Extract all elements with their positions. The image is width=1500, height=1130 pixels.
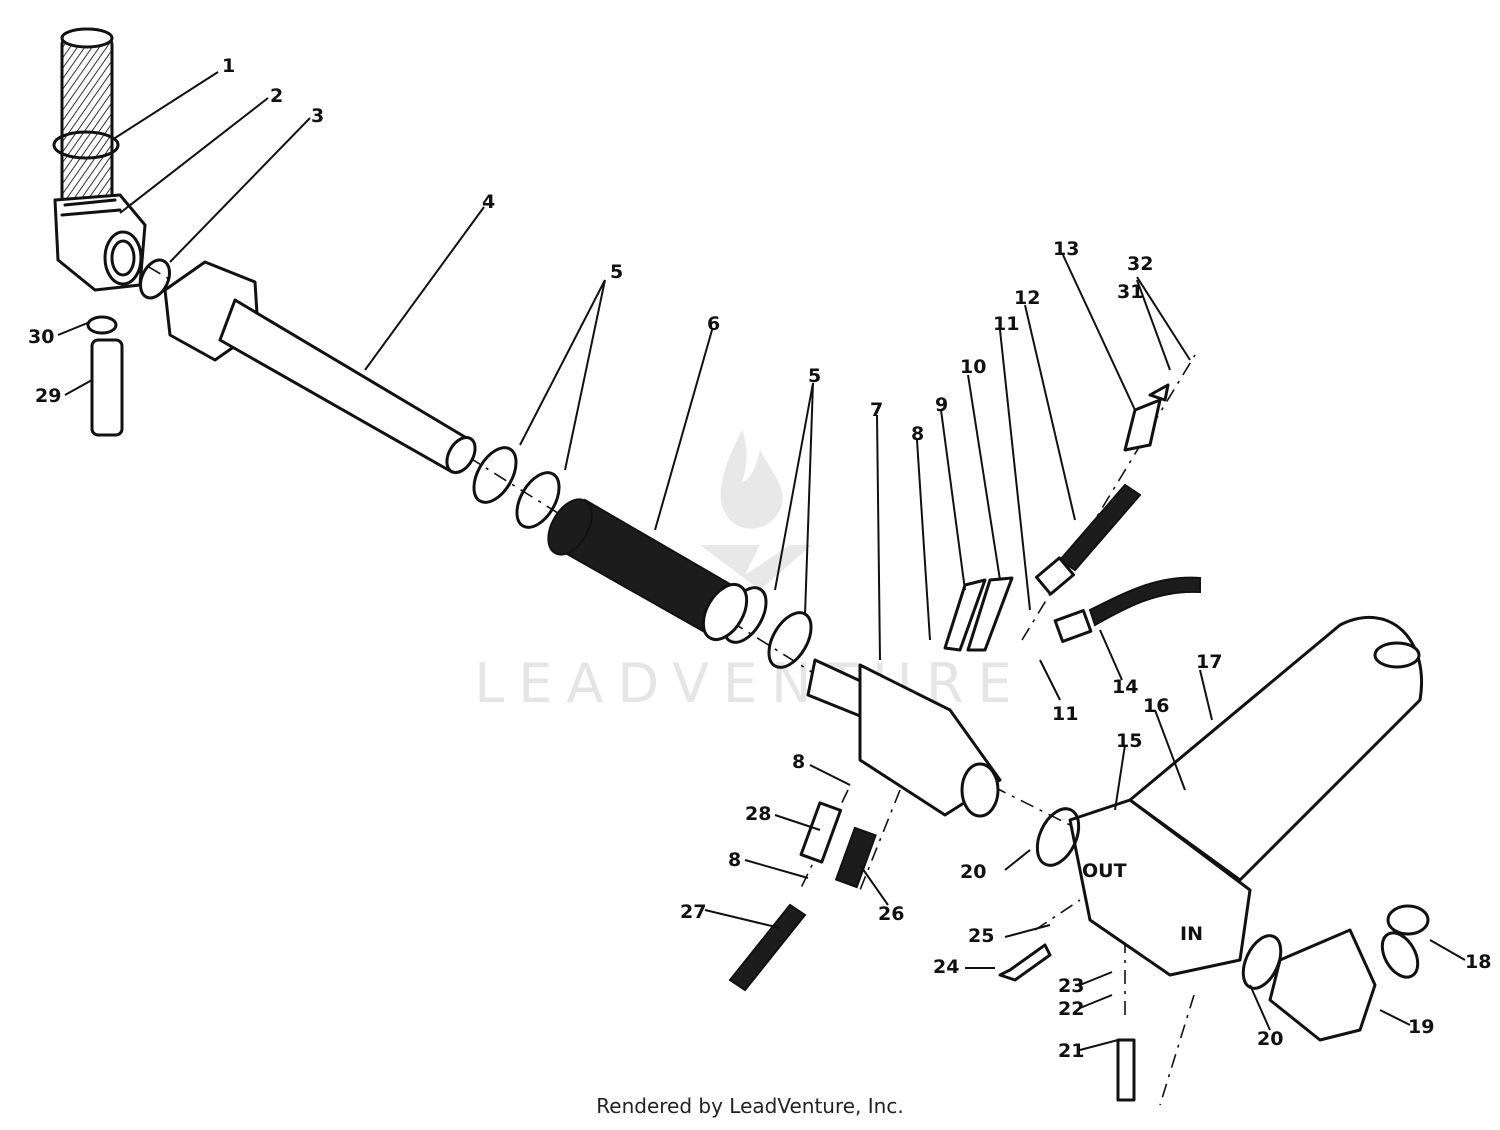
callout-20b: 20	[1257, 1028, 1283, 1050]
callout-5: 5	[610, 261, 623, 283]
callout-31: 31	[1117, 281, 1143, 303]
callout-18: 18	[1465, 951, 1491, 973]
part-18-o-ring	[1386, 904, 1430, 936]
callout-numbers: 1 2 3 4 5 6 5 7 8 9 10 11 12 13 32 31 11…	[28, 55, 1491, 1062]
callout-11: 11	[993, 313, 1019, 335]
part-4-inlet-tube	[163, 260, 477, 475]
part-1-pickup-tube	[52, 27, 120, 212]
callout-6: 6	[707, 313, 720, 335]
part-17-filter-canister	[1128, 615, 1423, 882]
callout-21: 21	[1058, 1040, 1084, 1062]
part-29-30-fitting	[86, 315, 124, 437]
callout-13: 13	[1053, 238, 1079, 260]
callout-20: 20	[960, 861, 986, 883]
part-6-hose	[547, 498, 749, 641]
part-12-hose	[1034, 483, 1142, 596]
callout-25: 25	[968, 925, 994, 947]
callout-16: 16	[1143, 695, 1169, 717]
callout-24: 24	[933, 956, 959, 978]
callout-23: 23	[1058, 975, 1084, 997]
callout-9: 9	[935, 394, 948, 416]
callout-22: 22	[1058, 998, 1084, 1020]
part-24-bolt	[998, 943, 1052, 982]
part-15-filter-head: OUT IN	[1068, 798, 1252, 977]
callout-8c: 8	[728, 849, 741, 871]
render-credit: Rendered by LeadVenture, Inc.	[596, 1094, 904, 1118]
callout-1: 1	[222, 55, 235, 77]
callout-4: 4	[482, 191, 495, 213]
callout-30: 30	[28, 326, 54, 348]
callout-32: 32	[1127, 253, 1153, 275]
callout-19: 19	[1408, 1016, 1434, 1038]
callout-7: 7	[870, 399, 883, 421]
callout-29: 29	[35, 385, 61, 407]
part-19-elbow	[1268, 928, 1420, 1042]
callout-10: 10	[960, 356, 986, 378]
part-26-fitting	[834, 826, 877, 889]
callout-12: 12	[1014, 287, 1040, 309]
callout-27: 27	[680, 901, 706, 923]
callout-11b: 11	[1052, 703, 1078, 725]
out-port-label: OUT	[1082, 860, 1127, 882]
part-2-elbow-fitting	[53, 193, 147, 292]
callout-28: 28	[745, 803, 771, 825]
callout-2: 2	[270, 85, 283, 107]
callout-5b: 5	[808, 365, 821, 387]
part-14-hose	[1053, 576, 1201, 643]
callout-26: 26	[878, 903, 904, 925]
part-3-o-ring	[138, 258, 172, 300]
part-21-sensor	[1116, 1038, 1136, 1102]
part-9-10-cartridges	[943, 576, 1014, 652]
callout-17: 17	[1196, 651, 1222, 673]
callout-14: 14	[1112, 676, 1138, 698]
part-7-manifold	[806, 658, 1002, 818]
callout-15: 15	[1116, 730, 1142, 752]
callout-leaders	[57, 71, 1466, 1051]
in-port-label: IN	[1180, 923, 1203, 945]
part-13-fitting	[1123, 383, 1170, 452]
part-28-fitting	[799, 801, 843, 864]
part-27-hose	[728, 903, 807, 992]
callout-8: 8	[911, 423, 924, 445]
callout-3: 3	[311, 105, 324, 127]
watermark: LEADVENTURE	[474, 430, 1012, 715]
callout-8b: 8	[792, 751, 805, 773]
